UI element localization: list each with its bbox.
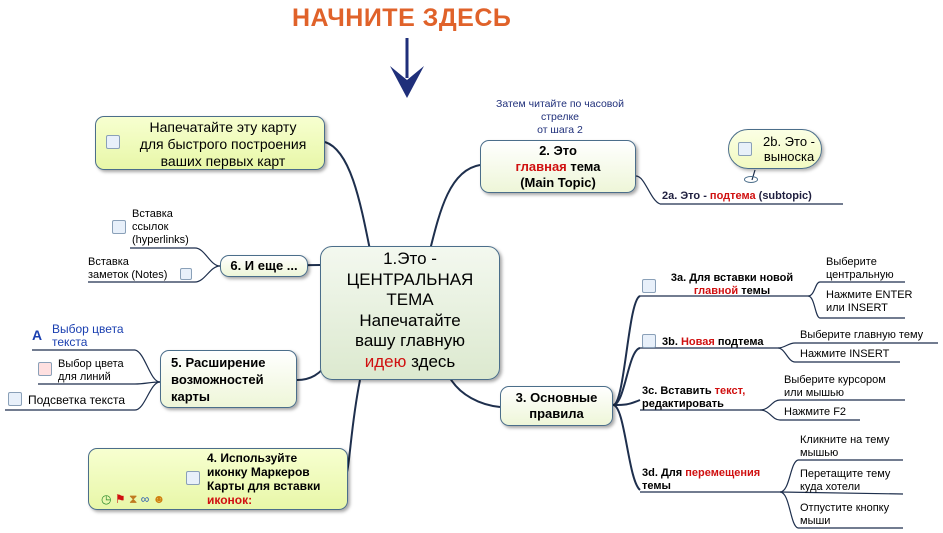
topic-main-topic[interactable]: 2. Это главная тема (Main Topic): [480, 140, 636, 193]
rule-3a[interactable]: 3a. Для вставки новой главной темы: [670, 272, 794, 297]
page-title: НАЧНИТЕ ЗДЕСЬ: [292, 4, 512, 32]
highlight-icon: [8, 392, 22, 406]
rule-3d[interactable]: 3d. Для перемещения темы: [642, 467, 761, 492]
rule-3a-leaf-2[interactable]: Нажмите ENTER или INSERT: [826, 289, 913, 314]
rule-3c-leaf-2[interactable]: Нажмите F2: [784, 406, 847, 418]
rule-3d-leaf-1[interactable]: Кликните на тему мышью: [800, 434, 890, 459]
rule-3d-leaf-2[interactable]: Перетащите тему куда хотели: [800, 468, 891, 493]
topic-icon: [642, 279, 656, 293]
central-topic[interactable]: 1.Это - ЦЕНТРАЛЬНАЯ ТЕМА Напечатайте ваш…: [320, 246, 500, 380]
text-color-leaf[interactable]: Выбор цвета текста: [52, 322, 124, 349]
flag-icon: ⚑: [114, 492, 126, 506]
down-arrow-icon: [390, 38, 424, 98]
topic-markers[interactable]: 4. Используйте иконку Маркеров Карты для…: [88, 448, 348, 510]
marker-icons-row: ◷ ⚑ ⧗ ∞ ☻: [101, 493, 165, 505]
notes-leaf[interactable]: Вставка заметок (Notes): [88, 256, 168, 281]
rule-3c-leaf-1[interactable]: Выберите курсором или мышью: [784, 374, 886, 399]
hourglass-icon: ⧗: [128, 492, 138, 506]
highlight-leaf[interactable]: Подсветка текста: [28, 393, 126, 407]
print-map-box[interactable]: Напечатайте эту карту для быстрого постр…: [95, 116, 325, 170]
hyperlinks-leaf[interactable]: Вставка ссылок (hyperlinks): [132, 208, 189, 246]
hyperlink-icon: [112, 220, 126, 234]
print-icon: [106, 135, 120, 149]
subtopic-icon: [642, 334, 656, 348]
rule-3a-leaf-1[interactable]: Выберите центральную: [826, 256, 894, 281]
line-color-icon: [38, 362, 52, 376]
line-color-leaf[interactable]: Выбор цвета для линий: [58, 358, 124, 383]
rule-3b[interactable]: 3b. Новая подтема: [662, 336, 764, 348]
smiley-icon: ☻: [152, 492, 166, 506]
callout-icon: [738, 142, 752, 156]
callout-pointer: [744, 176, 758, 183]
topic-map-features[interactable]: 5. Расширение возможностей карты: [160, 350, 297, 408]
rule-3d-leaf-3[interactable]: Отпустите кнопку мыши: [800, 502, 890, 527]
topic-more[interactable]: 6. И еще ...: [220, 255, 308, 277]
text-color-icon: A: [32, 327, 43, 343]
note-icon: [180, 268, 192, 280]
callout-bubble[interactable]: 2b. Это - выноска: [728, 129, 822, 169]
topic-basic-rules[interactable]: 3. Основные правила: [500, 386, 613, 426]
link-icon: ∞: [140, 492, 150, 506]
clock-icon: ◷: [101, 492, 112, 506]
subtopic-label[interactable]: 2а. Это - подтема (subtopic): [662, 190, 812, 202]
marker-icon: [186, 471, 200, 485]
rule-3b-leaf-2[interactable]: Нажмите INSERT: [800, 348, 890, 360]
intro-note: Затем читайте по часовой стрелке от шага…: [496, 98, 624, 136]
rule-3b-leaf-1[interactable]: Выберите главную тему: [800, 329, 924, 341]
rule-3c[interactable]: 3c. Вставить текст, редактировать: [642, 385, 746, 410]
